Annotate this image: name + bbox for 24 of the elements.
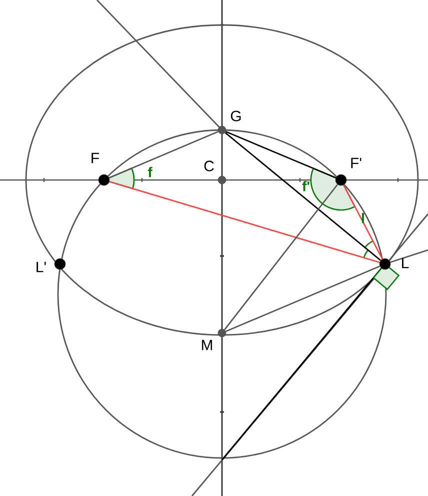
line-segment <box>224 184 338 330</box>
line-segment <box>226 130 336 178</box>
point: F <box>92 152 110 186</box>
point: M <box>202 328 226 350</box>
point: L <box>379 258 409 270</box>
line-segment <box>224 132 382 261</box>
point: C <box>204 160 226 184</box>
point: G <box>218 110 241 134</box>
node-label: M <box>202 340 212 350</box>
node-label: F' <box>351 158 362 168</box>
point: L' <box>36 258 66 272</box>
node-label: G <box>230 110 241 122</box>
node-label: L <box>402 258 409 268</box>
angle-label: f <box>148 166 152 178</box>
node-label: C <box>204 160 214 172</box>
angle-label: f' <box>302 180 310 192</box>
angle-label: l <box>362 212 364 224</box>
line-segment <box>108 131 218 178</box>
line-segment <box>226 266 380 332</box>
node-label: L' <box>36 262 46 272</box>
node-label: F <box>92 152 99 164</box>
line-segment <box>109 180 380 264</box>
line-segment <box>343 184 383 260</box>
point: F' <box>335 158 362 186</box>
